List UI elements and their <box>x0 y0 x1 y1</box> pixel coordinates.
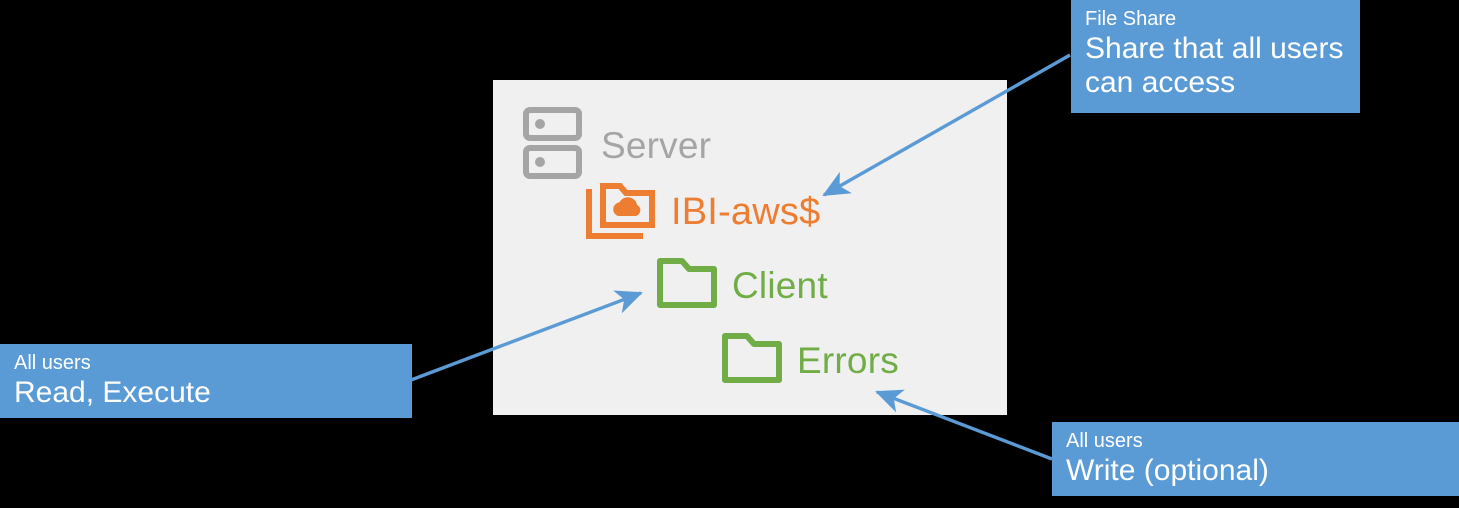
cloud-folder-icon <box>586 180 658 245</box>
node-errors[interactable]: Errors <box>721 332 899 389</box>
callout-heading: All users <box>14 352 91 374</box>
callout-all-users-read[interactable]: All users Read, Execute <box>0 344 412 418</box>
server-panel: Server IBI-aws$ <box>493 80 1007 415</box>
callout-body-line: Share that all users <box>1085 32 1344 65</box>
server-icon <box>523 107 582 184</box>
node-label-client: Client <box>732 264 828 306</box>
node-label-server: Server <box>601 124 712 166</box>
folder-icon <box>721 332 783 389</box>
node-client[interactable]: Client <box>656 257 828 314</box>
node-share[interactable]: IBI-aws$ <box>586 180 820 245</box>
callout-file-share[interactable]: File Share Share that all users can acce… <box>1071 0 1360 113</box>
callout-heading: All users <box>1066 430 1143 452</box>
callout-all-users-write[interactable]: All users Write (optional) <box>1052 422 1459 496</box>
node-server[interactable]: Server <box>523 107 711 184</box>
node-label-errors: Errors <box>797 339 899 381</box>
callout-body-line: can access <box>1085 66 1236 99</box>
callout-heading: File Share <box>1085 8 1177 30</box>
folder-icon <box>656 257 718 314</box>
callout-body-line: Write (optional) <box>1066 454 1269 487</box>
callout-body-line: Read, Execute <box>14 376 211 409</box>
node-label-share: IBI-aws$ <box>671 191 821 233</box>
